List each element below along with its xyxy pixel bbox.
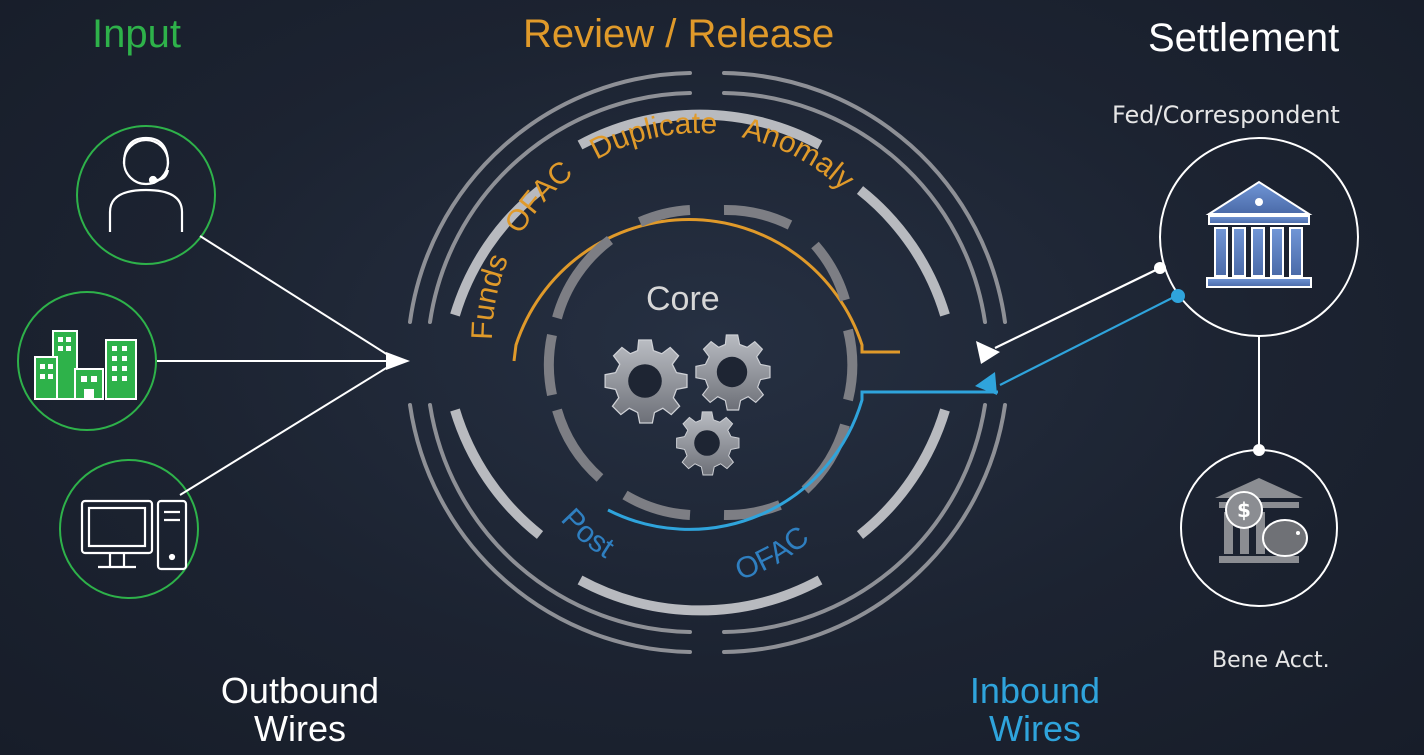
desktop-computer-icon bbox=[80, 499, 188, 571]
fed-to-inbound-line bbox=[999, 295, 1177, 386]
inbound-ofac-text: OFAC bbox=[731, 520, 815, 587]
input-computer-node bbox=[59, 459, 199, 599]
bene-account-node: $ bbox=[1180, 444, 1338, 607]
outbound-line2: Wires bbox=[254, 707, 346, 749]
outbound-line1: Outbound bbox=[220, 670, 380, 711]
svg-text:$: $ bbox=[1237, 498, 1251, 522]
settlement-column-title: Settlement bbox=[1148, 16, 1340, 60]
input-corporate-node bbox=[17, 291, 157, 431]
fed-correspondent-node bbox=[1154, 137, 1359, 337]
bank-building-icon bbox=[1205, 180, 1313, 288]
core-label: Core bbox=[646, 280, 720, 318]
review-arc bbox=[512, 218, 900, 362]
headset-agent-icon bbox=[108, 136, 184, 232]
gears-icon bbox=[604, 334, 771, 476]
inbound-arrowhead bbox=[975, 372, 997, 395]
bank-piggy-dollar-icon: $ bbox=[1215, 478, 1308, 563]
outbound-exit-arrowhead bbox=[976, 341, 1000, 364]
inbound-arc bbox=[607, 390, 998, 531]
office-buildings-icon bbox=[34, 330, 137, 400]
fed-correspondent-label: Fed/Correspondent bbox=[1112, 101, 1340, 129]
outer-rings bbox=[408, 71, 1007, 654]
outbound-arrowhead bbox=[386, 352, 410, 370]
inbound-line2: Wires bbox=[989, 707, 1081, 749]
inbound-wires-label: Inbound Wires bbox=[960, 672, 1110, 748]
inbound-line1: Inbound bbox=[969, 670, 1101, 711]
outbound-wires-label: Outbound Wires bbox=[205, 672, 395, 748]
core-ring bbox=[543, 204, 858, 521]
review-column-title: Review / Release bbox=[523, 12, 835, 56]
input-column-title: Input bbox=[92, 12, 181, 56]
input-connectors bbox=[157, 235, 397, 496]
outbound-to-fed-line bbox=[994, 267, 1161, 349]
bene-account-label: Bene Acct. bbox=[1212, 648, 1330, 673]
input-agent-node bbox=[76, 125, 216, 265]
